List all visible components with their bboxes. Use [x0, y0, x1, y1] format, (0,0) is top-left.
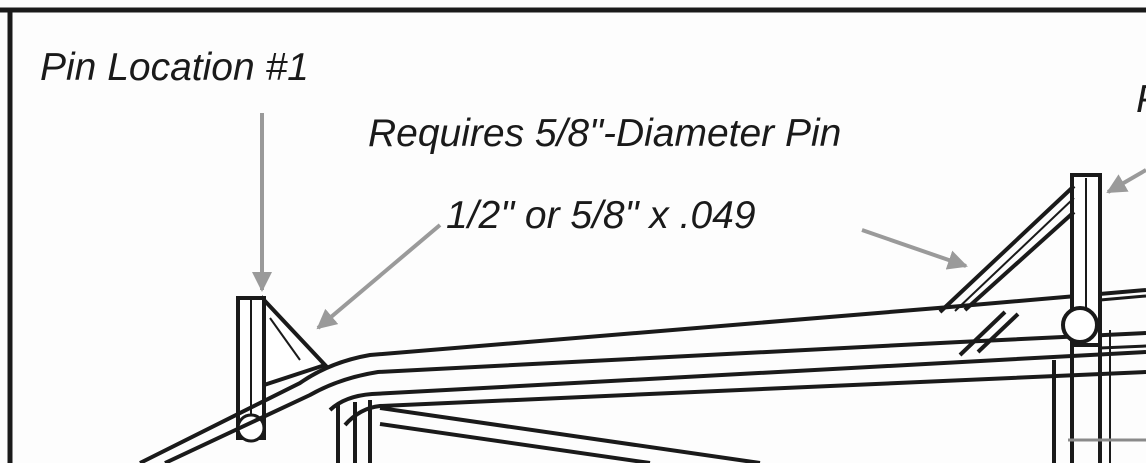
- callout-arrows: [252, 113, 1146, 330]
- pin-requirement-label: Requires 5/8"-Diameter Pin: [368, 112, 842, 155]
- tube-size-label: 1/2" or 5/8" x .049: [446, 194, 756, 237]
- arrow-pin-right: [1106, 168, 1146, 194]
- right-uprights: [1052, 330, 1146, 463]
- left-gusset: [262, 294, 329, 388]
- right-angled-tube: [938, 184, 1076, 314]
- pin-location-label: Pin Location #1: [40, 46, 309, 89]
- left-diagonal-brace: [379, 406, 761, 463]
- arrow-tube-left: [316, 223, 442, 330]
- lower-rail: [328, 350, 1146, 427]
- cut-off-label: P: [1136, 78, 1146, 122]
- upper-top-rail: [139, 288, 1146, 463]
- right-frame-edge: [1099, 294, 1146, 350]
- diagram-border: [0, 7, 1146, 463]
- right-pin-hole: [1061, 306, 1099, 344]
- left-uprights: [336, 400, 372, 463]
- right-lower-brace: [958, 310, 1020, 357]
- arrow-tube-right: [861, 228, 968, 270]
